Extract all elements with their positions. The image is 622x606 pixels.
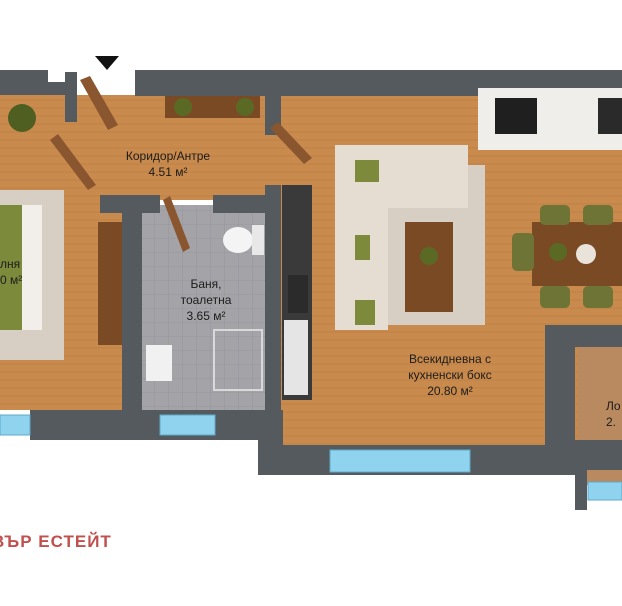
bedroom-wardrobe: [98, 222, 124, 345]
bathroom-door: [163, 196, 190, 252]
dining-plate-icon: [576, 244, 596, 264]
sink-icon: [146, 345, 172, 381]
bed-blanket: [0, 205, 22, 330]
bedroom-name: лня: [0, 257, 21, 271]
corridor-area: 4.51 м²: [148, 165, 188, 179]
living-area: 20.80 м²: [427, 384, 473, 398]
toilet-tank: [252, 225, 264, 255]
living-door: [270, 122, 312, 164]
fridge: [284, 320, 308, 395]
bedroom-door: [50, 134, 96, 190]
plant-icon: [420, 247, 438, 265]
bathroom-name-line1: Баня,: [190, 277, 222, 291]
bedroom-area: 0 м²: [0, 273, 23, 287]
living-label: Всекидневна с кухненски бокс 20.80 м²: [380, 351, 520, 399]
loggia-label: Ло 2.: [606, 398, 622, 430]
doors: [50, 76, 312, 252]
coffee-table: [405, 222, 453, 312]
entrance-marker-icon: [95, 56, 119, 70]
plant-icon: [549, 243, 567, 261]
entrance-door: [80, 76, 118, 130]
living-name-line1: Всекидневна с: [409, 352, 491, 366]
loggia-name: Ло: [606, 399, 621, 413]
corridor-name: Коридор/Антре: [125, 149, 211, 163]
sofa-cushion: [355, 235, 370, 260]
corridor-label: Коридор/Антре 4.51 м²: [108, 148, 228, 180]
plant-icon: [8, 104, 36, 132]
bathroom-name-line2: тоалетна: [180, 293, 232, 307]
shower-icon: [213, 329, 263, 391]
kitchen-sink-icon: [598, 98, 622, 134]
living-name-line2: кухненски бокс: [408, 368, 492, 382]
bedroom-label: лня 0 м²: [0, 256, 60, 288]
sofa: [335, 145, 468, 330]
plant-icon: [174, 98, 192, 116]
bathroom-label: Баня, тоалетна 3.65 м²: [146, 276, 266, 324]
toilet-icon: [223, 227, 253, 253]
cooktop-icon: [495, 98, 537, 134]
sofa-cushion: [355, 160, 379, 182]
bathroom-area: 3.65 м²: [186, 309, 226, 323]
loggia-area: 2.: [606, 415, 617, 429]
dining-chairs: [512, 205, 613, 308]
plant-icon: [236, 98, 254, 116]
brand-watermark: ВЪР ЕСТЕЙТ: [0, 532, 112, 551]
oven-icon: [288, 275, 308, 313]
windows: [0, 414, 622, 501]
walls: [0, 70, 622, 510]
sofa-cushion: [355, 300, 375, 325]
